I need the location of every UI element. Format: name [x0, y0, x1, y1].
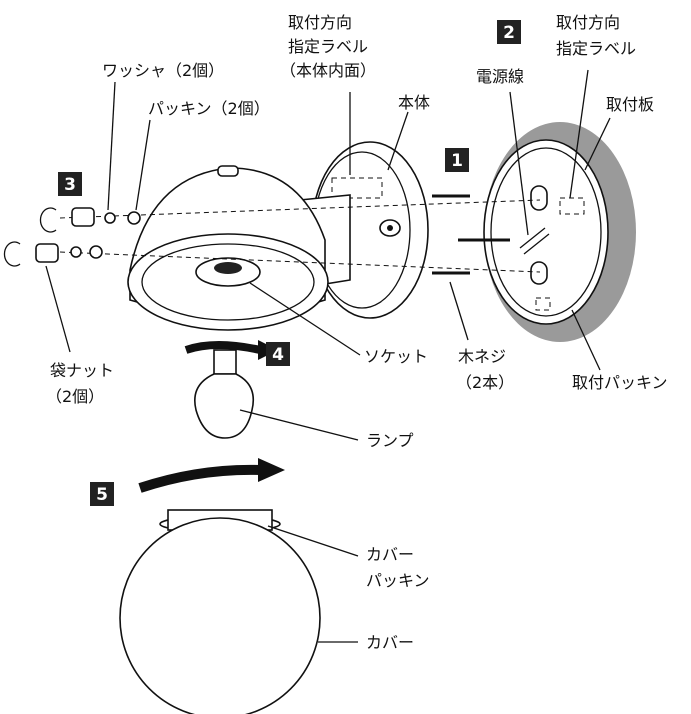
step-marker-1: 1 [445, 148, 469, 172]
nuts-and-washers [3, 207, 141, 267]
upper-slot [530, 185, 548, 211]
step-marker-4: 4 [266, 342, 290, 366]
label-body: 本体 [398, 93, 430, 112]
label-direction-body-line3: （本体内面） [280, 61, 376, 80]
label-cover-packing-line2: パッキン [366, 571, 430, 590]
label-power-wire: 電源線 [476, 67, 524, 86]
step-number: 4 [272, 345, 284, 365]
step-number: 3 [64, 175, 76, 195]
socket-head [127, 165, 329, 331]
label-cap-nut-line2: （2個） [46, 387, 104, 406]
lamp-bulb-shape [194, 373, 255, 439]
cover-globe-shape [119, 517, 321, 714]
step-number: 1 [451, 151, 463, 171]
wood-screws [432, 194, 510, 275]
label-direction-plate-line1: 取付方向 [556, 13, 620, 32]
label-direction-plate-line2: 指定ラベル [556, 39, 636, 58]
label-plate-packing: 取付パッキン [572, 373, 668, 392]
label-cover: カバー [366, 633, 414, 652]
label-wood-screw-line2: （2本） [456, 373, 514, 392]
label-cap-nut-line1: 袋ナット [50, 361, 114, 380]
step-number: 5 [96, 485, 108, 505]
label-wood-screw-line1: 木ネジ [458, 347, 506, 366]
rotate-arrow-5 [138, 464, 263, 493]
step-marker-2: 2 [497, 20, 521, 44]
label-lamp: ランプ [366, 431, 414, 450]
label-direction-body-line2: 指定ラベル [288, 37, 368, 56]
cap-nut-lower [35, 243, 59, 263]
label-washer: ワッシャ（2個） [102, 61, 224, 80]
leader-lines [45, 69, 611, 643]
power-wire-shape [519, 227, 550, 255]
label-socket: ソケット [364, 347, 428, 366]
label-packing: パッキン（2個） [148, 99, 270, 118]
step-marker-3: 3 [58, 172, 82, 196]
label-mounting-plate: 取付板 [606, 95, 654, 114]
step-marker-5: 5 [90, 482, 114, 506]
lamp [184, 340, 278, 439]
label-direction-body-line1: 取付方向 [288, 13, 352, 32]
lower-slot [530, 261, 548, 285]
label-cover-packing-line1: カバー [366, 545, 414, 564]
step-number: 2 [503, 23, 515, 43]
rotate-arrow-4 [184, 341, 261, 354]
cap-nut-upper [71, 207, 95, 227]
mounting-plate-shape [483, 139, 609, 325]
mounting-plate-assembly [483, 122, 636, 342]
cover-assembly [119, 458, 321, 714]
